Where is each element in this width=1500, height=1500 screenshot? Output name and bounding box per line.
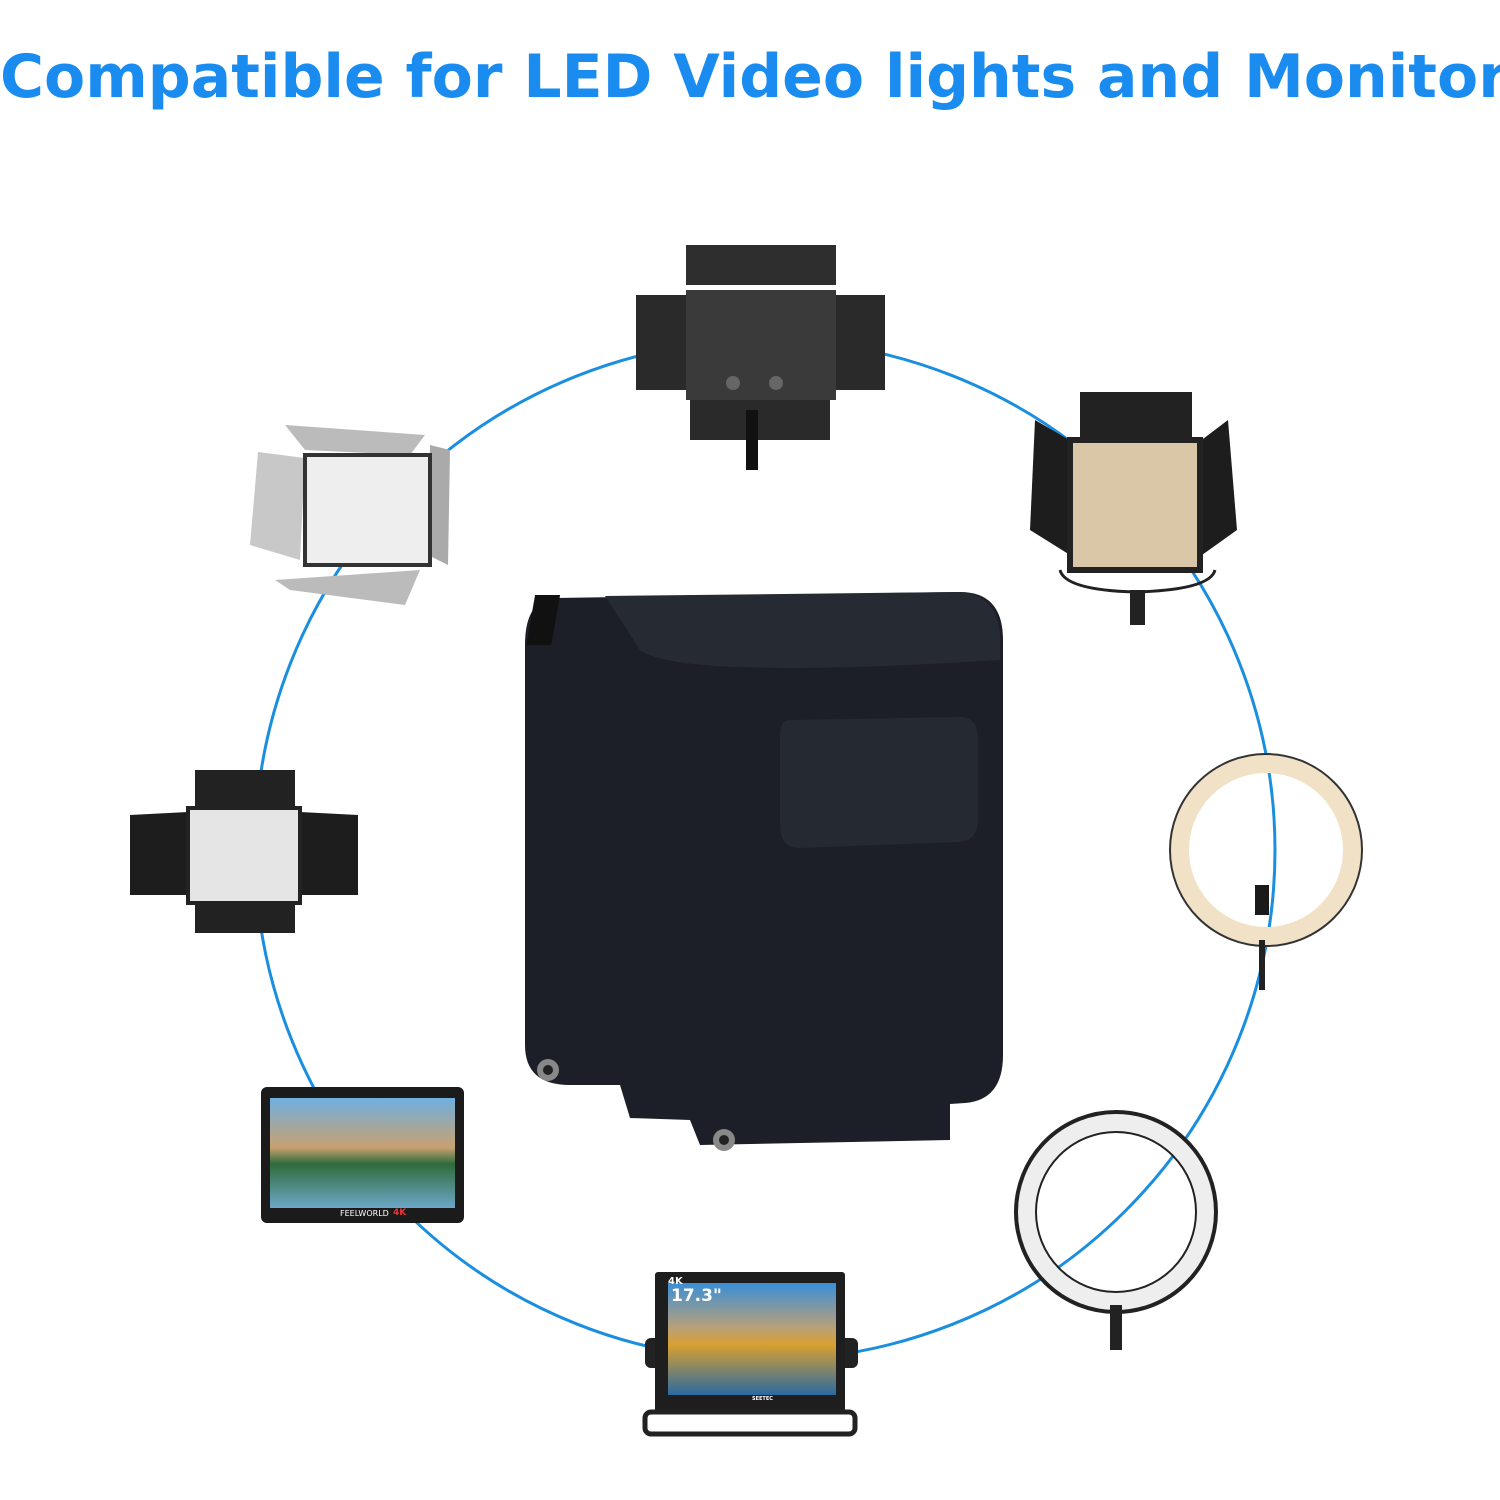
field-monitor-17-icon (642, 1272, 858, 1437)
headline: Compatible for LED Video lights and Moni… (0, 42, 1500, 112)
ring-light-warm-icon (1169, 753, 1363, 990)
led-panel-small-icon (130, 770, 358, 933)
monitor-resolution-label: 4K (668, 1276, 683, 1287)
led-panel-silver-icon (250, 425, 450, 605)
monitor-brand-label: SEETEC (752, 1396, 773, 1402)
field-monitor-7-icon (261, 1087, 464, 1223)
battery-icon (525, 592, 1003, 1151)
led-panel-back-icon (636, 245, 885, 470)
feelworld-brand-label: FEELWORLD (340, 1209, 389, 1218)
led-panel-warm-icon (1030, 392, 1237, 625)
feelworld-resolution-label: 4K (393, 1208, 407, 1218)
ring-light-white-icon (1014, 1110, 1218, 1350)
monitor-size-label: 17.3" (671, 1286, 722, 1306)
